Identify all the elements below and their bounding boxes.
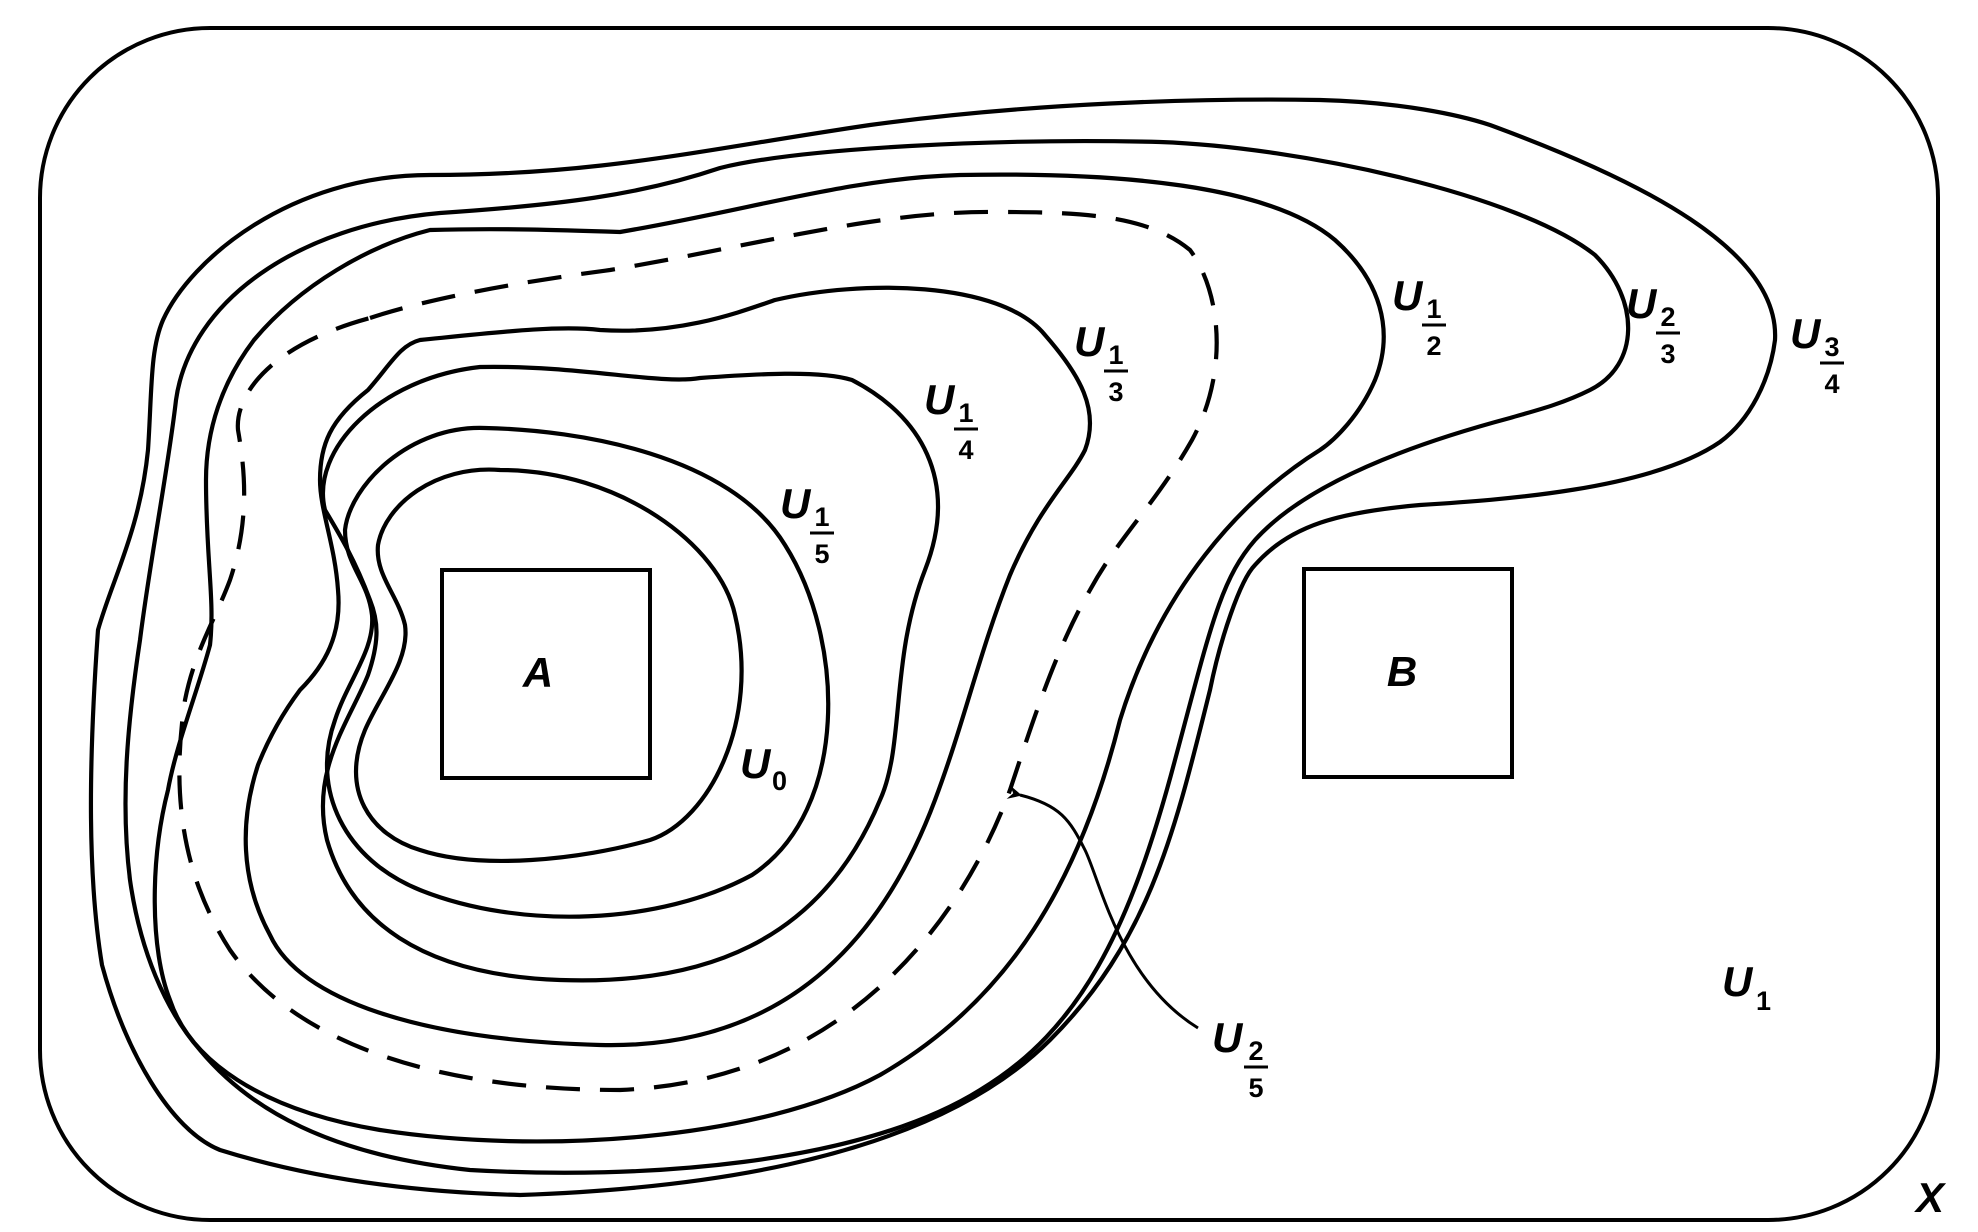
level-curve-u1-3: [243, 285, 1093, 1048]
label-u1: U 1: [1722, 958, 1771, 1016]
level-curve-u0: [354, 467, 744, 863]
label-u1-5: U 1 5: [780, 480, 834, 569]
label-u1-4: U 1 4: [924, 376, 978, 465]
svg-text:4: 4: [958, 435, 973, 465]
svg-text:5: 5: [1248, 1073, 1263, 1103]
svg-text:U: U: [1722, 958, 1754, 1005]
svg-text:U: U: [1790, 310, 1822, 357]
svg-text:5: 5: [814, 539, 829, 569]
u2-5-pointer-arrow: [1006, 785, 1199, 1030]
svg-text:0: 0: [772, 766, 787, 796]
label-u1-3: U 1 3: [1074, 318, 1128, 407]
svg-text:2: 2: [1248, 1036, 1263, 1066]
set-a-label: A: [522, 649, 553, 696]
svg-text:1: 1: [1756, 986, 1771, 1016]
svg-text:U: U: [1212, 1014, 1244, 1061]
svg-text:2: 2: [1660, 302, 1675, 332]
level-curve-u1-4: [320, 364, 941, 983]
svg-text:U: U: [1392, 272, 1424, 319]
svg-text:3: 3: [1660, 339, 1675, 369]
set-a-box: [440, 568, 652, 780]
svg-text:1: 1: [814, 502, 829, 532]
level-curve-u1-2: [152, 172, 1386, 1144]
label-u2-5: U 2 5: [1212, 1014, 1268, 1103]
level-curve-u2-3: [123, 139, 1631, 1175]
set-b-label: B: [1387, 648, 1417, 695]
svg-text:U: U: [1626, 280, 1658, 327]
svg-text:U: U: [740, 740, 772, 787]
svg-text:1: 1: [1108, 340, 1123, 370]
svg-text:U: U: [924, 376, 956, 423]
svg-text:4: 4: [1824, 369, 1839, 399]
svg-text:3: 3: [1108, 377, 1123, 407]
svg-text:1: 1: [1426, 294, 1441, 324]
svg-text:U: U: [780, 480, 812, 527]
svg-text:3: 3: [1824, 332, 1839, 362]
svg-text:2: 2: [1426, 331, 1441, 361]
level-curve-u3-4: [88, 97, 1778, 1198]
svg-text:1: 1: [958, 398, 973, 428]
label-u0: U 0: [740, 740, 787, 796]
label-u2-3: U 2 3: [1626, 280, 1680, 369]
svg-text:U: U: [1074, 318, 1106, 365]
label-u3-4: U 3 4: [1790, 310, 1844, 399]
label-u1-2: U 1 2: [1392, 272, 1446, 361]
space-x-frame: [38, 26, 1940, 1222]
set-b-box: [1302, 567, 1514, 779]
space-x-label: X: [1914, 1174, 1947, 1221]
level-curve-u2-5: [177, 209, 1219, 1093]
